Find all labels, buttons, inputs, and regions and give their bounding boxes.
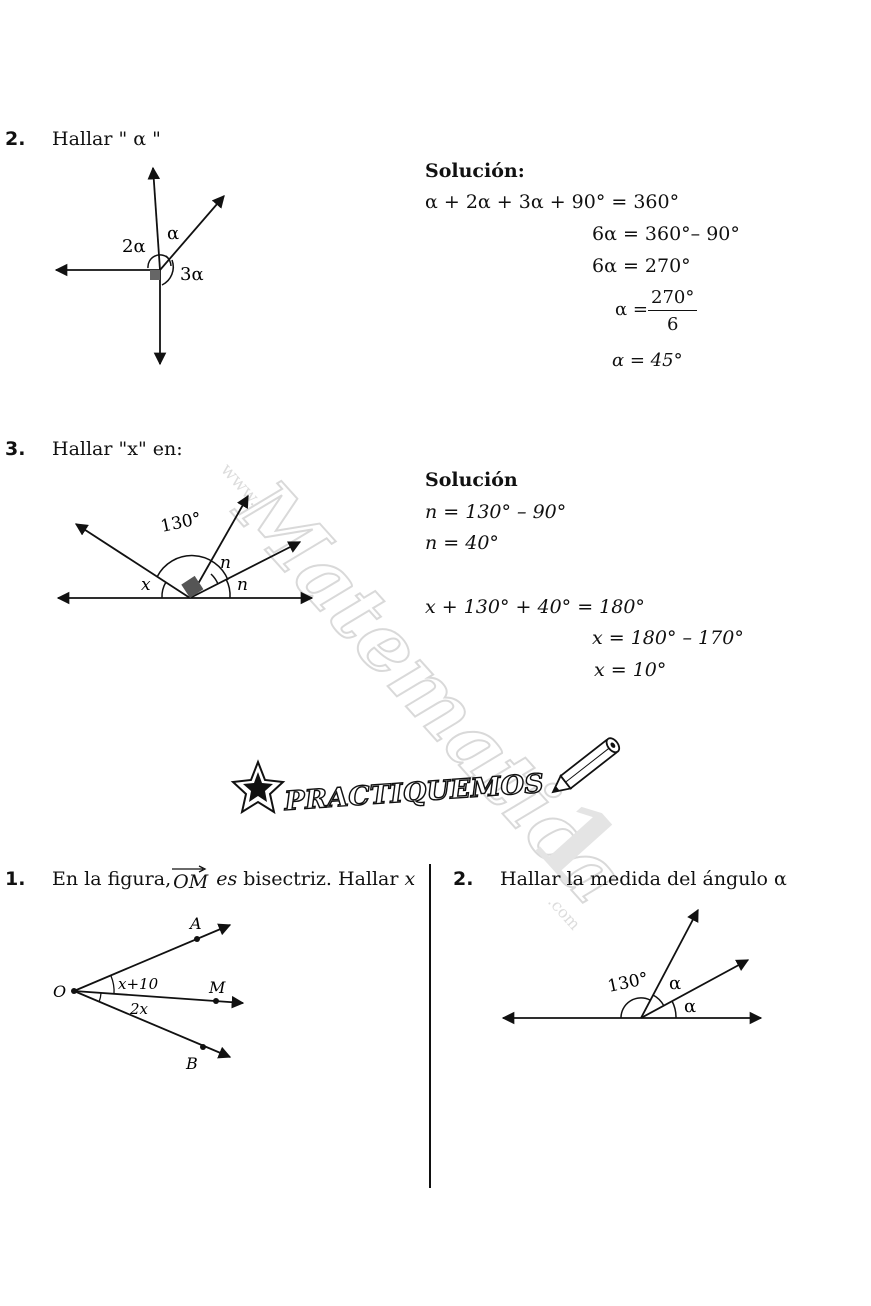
pencil-icon xyxy=(551,737,621,794)
label-m: M xyxy=(208,978,226,997)
ray-om-notation: OM xyxy=(171,865,210,893)
label-b: B xyxy=(185,1054,198,1073)
label-x-plus-10: x+10 xyxy=(118,975,159,993)
label-alpha-upper: α xyxy=(669,973,681,994)
ray-up xyxy=(640,908,699,1019)
exercise-1-prompt-var: x xyxy=(404,868,416,890)
point-b xyxy=(200,1044,206,1050)
label-n-upper: n xyxy=(220,553,231,573)
ray-oa xyxy=(73,923,232,992)
problem-2-eq3: 6α = 270° xyxy=(592,255,691,277)
ray-right xyxy=(189,541,302,599)
exercise-1-prompt-mid: es xyxy=(216,868,238,890)
column-divider xyxy=(429,864,431,1188)
problem-2-figure: 2α α 3α xyxy=(54,166,225,366)
practiquemos-banner: PRACTIQUEMOS xyxy=(230,737,621,818)
label-alpha: α xyxy=(167,223,179,244)
problem-2-eq1: α + 2α + 3α + 90° = 360° xyxy=(425,191,680,213)
banner-title: PRACTIQUEMOS xyxy=(282,769,545,817)
problem-3-eq2: n = 40° xyxy=(425,532,499,554)
ray-right xyxy=(640,959,750,1019)
problem-3-solution-title: Solución xyxy=(425,469,518,491)
point-m xyxy=(213,998,219,1004)
exercise-1-prompt: En la figura,OM es bisectriz. Hallar x xyxy=(52,865,416,893)
label-a: A xyxy=(188,914,202,933)
label-130: 130° xyxy=(159,509,203,537)
problem-2-eq2: 6α = 360°– 90° xyxy=(592,223,740,245)
label-130: 130° xyxy=(606,969,650,997)
arrow-over-icon xyxy=(172,865,207,873)
ray-om-label: OM xyxy=(173,871,209,893)
exercise-1-figure: A M B O x+10 2x xyxy=(53,914,245,1073)
fraction-denominator: 6 xyxy=(666,314,679,335)
ray-up xyxy=(147,166,161,271)
problem-3-eq4: x = 180° – 170° xyxy=(592,627,744,649)
label-alpha-lower: α xyxy=(684,996,696,1017)
problem-2-prompt: Hallar " α " xyxy=(52,128,161,150)
ray-left xyxy=(74,523,191,599)
exercise-1-prompt-pre: En la figura, xyxy=(52,868,172,890)
problem-2-eq4-lhs: α = xyxy=(615,299,648,320)
right-angle-mark xyxy=(181,575,204,598)
star-icon xyxy=(230,759,286,815)
problem-3-eq3: x + 130° + 40° = 180° xyxy=(425,596,645,618)
label-2alpha: 2α xyxy=(122,236,146,257)
exercise-2-number: 2. xyxy=(453,868,474,890)
problem-3-prompt: Hallar "x" en: xyxy=(52,438,183,460)
point-o xyxy=(71,988,77,994)
label-2x: 2x xyxy=(129,1000,149,1018)
exercise-2-prompt: Hallar la medida del ángulo α xyxy=(500,868,787,890)
label-x: x xyxy=(141,575,151,595)
right-angle-mark xyxy=(150,270,160,280)
problem-3-figure: 130° n n x xyxy=(56,494,314,605)
problem-2-number: 2. xyxy=(5,128,26,150)
problem-2-eq5: α = 45° xyxy=(612,350,683,371)
problem-2-solution-title: Solución: xyxy=(425,160,525,182)
problem-3-number: 3. xyxy=(5,438,26,460)
exercise-1-prompt-post: bisectriz. Hallar xyxy=(237,868,405,890)
problem-3-eq1: n = 130° – 90° xyxy=(425,501,567,523)
ray-up xyxy=(189,494,249,599)
exercise-1-number: 1. xyxy=(5,868,26,890)
problem-2-eq4-fraction: 270° 6 xyxy=(648,287,698,335)
label-o: O xyxy=(53,982,66,1001)
fraction-numerator: 270° xyxy=(648,287,698,311)
exercise-2-figure: 130° α α xyxy=(501,908,763,1025)
point-a xyxy=(194,936,200,942)
label-n-lower: n xyxy=(237,575,248,595)
problem-3-eq5: x = 10° xyxy=(594,659,667,681)
label-3alpha: 3α xyxy=(180,264,204,285)
ray-diagonal xyxy=(159,195,225,271)
